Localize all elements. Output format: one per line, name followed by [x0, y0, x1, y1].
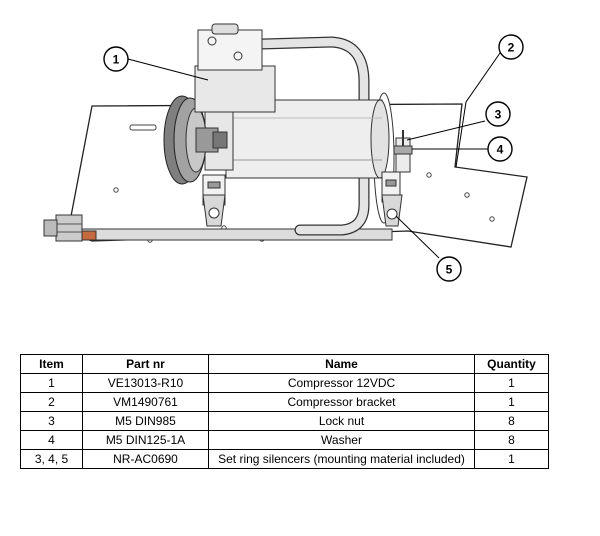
mount-right [381, 171, 403, 227]
callout-5: 5 [436, 256, 462, 282]
column-header-name: Name [208, 354, 475, 374]
column-header-part-nr: Part nr [82, 354, 209, 374]
leader-lines [127, 52, 501, 259]
table-row: 3 M5 DIN985 Lock nut 8 [20, 411, 549, 431]
cell-item: 2 [20, 392, 83, 412]
cell-quantity: 1 [474, 392, 549, 412]
callout-3-label: 3 [495, 108, 502, 122]
compressor-assembly-drawing: 1 2 3 4 5 [43, 23, 528, 282]
cell-part-nr: VM1490761 [82, 392, 209, 412]
callout-5-label: 5 [446, 263, 453, 277]
compressor-head [194, 23, 276, 113]
cell-name: Compressor bracket [208, 392, 475, 412]
table-row: 3, 4, 5 NR-AC0690 Set ring silencers (mo… [20, 449, 549, 469]
cell-item: 4 [20, 430, 83, 450]
cell-name: Compressor 12VDC [208, 373, 475, 393]
callout-3: 3 [485, 101, 511, 127]
cell-quantity: 1 [474, 449, 549, 469]
cell-item: 1 [20, 373, 83, 393]
compressor-motor [204, 99, 390, 179]
column-header-quantity: Quantity [474, 354, 549, 374]
mount-left [202, 174, 226, 227]
flywheel [163, 95, 228, 185]
callout-4-label: 4 [497, 143, 504, 157]
table-header-row: Item Part nr Name Quantity [20, 354, 549, 374]
cell-item: 3, 4, 5 [20, 449, 83, 469]
cell-part-nr: VE13013-R10 [82, 373, 209, 393]
callout-1: 1 [103, 46, 129, 72]
cell-name: Lock nut [208, 411, 475, 431]
column-header-item: Item [20, 354, 83, 374]
callout-2-label: 2 [508, 41, 515, 55]
cell-item: 3 [20, 411, 83, 431]
cell-name: Washer [208, 430, 475, 450]
table-row: 2 VM1490761 Compressor bracket 1 [20, 392, 549, 412]
cell-quantity: 8 [474, 411, 549, 431]
callout-2: 2 [498, 34, 524, 60]
cell-part-nr: M5 DIN985 [82, 411, 209, 431]
callout-4: 4 [487, 136, 513, 162]
parts-table: Item Part nr Name Quantity 1 VE13013-R10… [20, 354, 549, 469]
cell-part-nr: NR-AC0690 [82, 449, 209, 469]
table-row: 1 VE13013-R10 Compressor 12VDC 1 [20, 373, 549, 393]
cell-name: Set ring silencers (mounting material in… [208, 449, 475, 469]
cell-quantity: 1 [474, 373, 549, 393]
cell-part-nr: M5 DIN125-1A [82, 430, 209, 450]
mount-top-right [393, 130, 413, 173]
callout-1-label: 1 [113, 53, 120, 67]
cell-quantity: 8 [474, 430, 549, 450]
outlet-tube [43, 214, 393, 242]
table-row: 4 M5 DIN125-1A Washer 8 [20, 430, 549, 450]
